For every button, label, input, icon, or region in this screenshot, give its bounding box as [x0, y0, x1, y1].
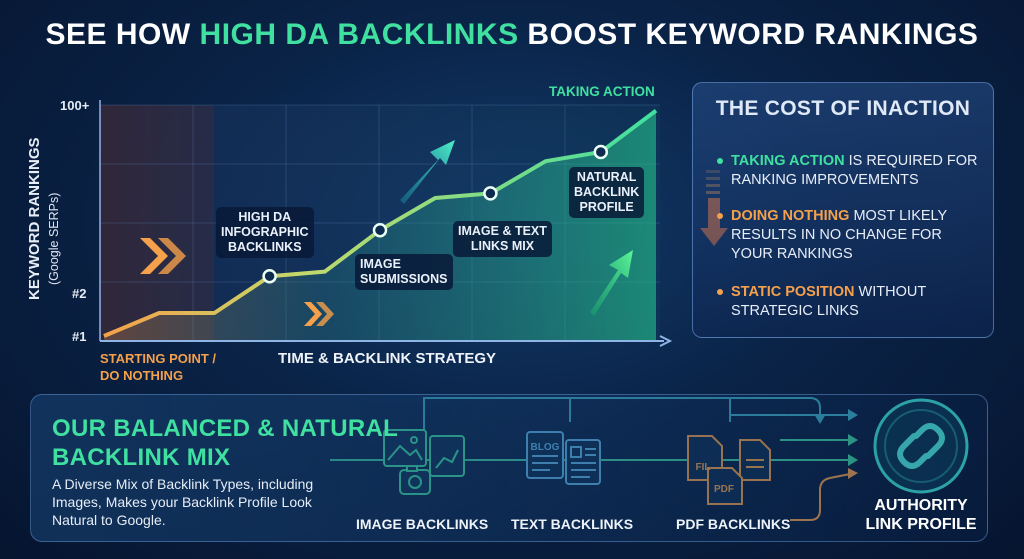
- y-tick-bottom: #1: [72, 329, 87, 344]
- cost-item-text: MOST LIKELY RESULTS IN NO CHANGE FOR YOU…: [731, 208, 947, 262]
- bullet-dot: [717, 213, 723, 219]
- annotation-natural-profile: NATURAL BACKLINK PROFILE: [569, 167, 645, 218]
- annotation-text: SUBMISSIONS: [360, 272, 448, 286]
- page-title: SEE HOW HIGH DA BACKLINKS BOOST KEYWORD …: [0, 18, 1024, 52]
- cost-item-text: IS REQUIRED FOR RANKING IMPROVEMENTS: [731, 153, 978, 188]
- data-point-marker: [372, 222, 388, 238]
- cost-item-nothing: DOING NOTHING MOST LIKELY RESULTS IN NO …: [717, 207, 981, 264]
- data-point-marker: [593, 144, 609, 160]
- cost-item-highlight: STATIC POSITION: [731, 284, 855, 300]
- cost-item-static: STATIC POSITION WITHOUT STRATEGIC LINKS: [717, 283, 981, 321]
- cost-of-inaction-panel: THE COST OF INACTION TAKING ACTION IS RE…: [692, 82, 994, 338]
- annotation-infographic: HIGH DA INFOGRAPHIC BACKLINKS: [216, 207, 314, 258]
- x-axis-arrowhead: [659, 335, 673, 347]
- data-point-marker: [483, 186, 498, 201]
- growth-arrow-icon: [400, 140, 455, 204]
- panel-title: THE COST OF INACTION: [715, 97, 971, 120]
- chart-markers: [262, 144, 609, 284]
- start-label: STARTING POINT / DO NOTHING: [100, 350, 216, 384]
- annotation-text: IMAGE & TEXT: [458, 224, 547, 238]
- cost-item-action: TAKING ACTION IS REQUIRED FOR RANKING IM…: [717, 152, 981, 190]
- bullet-dot: [717, 158, 723, 164]
- start-label-line2: DO NOTHING: [100, 368, 184, 383]
- annotation-image-text-mix: IMAGE & TEXT LINKS MIX: [453, 221, 552, 257]
- y-tick-top: 100+: [60, 98, 90, 113]
- annotation-image-submissions: IMAGE SUBMISSIONS: [355, 254, 453, 290]
- y-axis-label-wrap: KEYWORD RANKINGS: [26, 137, 56, 301]
- y-tick-mid: #2: [72, 286, 87, 301]
- annotation-text: PROFILE: [579, 200, 634, 214]
- double-chevron-icon: [140, 238, 186, 274]
- start-label-line1: STARTING POINT /: [100, 351, 217, 366]
- annotation-text: BACKLINKS: [227, 240, 302, 254]
- taking-action-label: TAKING ACTION: [549, 84, 655, 99]
- y-axis-sublabel-wrap: (Google SERPs): [47, 193, 67, 286]
- mix-title-line2: BACKLINK MIX: [52, 444, 231, 471]
- title-text-2: BOOST KEYWORD RANKINGS: [518, 18, 979, 51]
- cost-item-text: WITHOUT STRATEGIC LINKS: [731, 284, 926, 319]
- bullet-dot: [717, 289, 723, 295]
- annotation-text: LINKS MIX: [470, 239, 535, 253]
- cost-item-highlight: TAKING ACTION: [731, 153, 845, 169]
- annotation-text: BACKLINK: [574, 185, 640, 199]
- x-axis-label: TIME & BACKLINK STRATEGY: [278, 350, 497, 367]
- double-chevron-icon-small: [304, 302, 334, 326]
- do-nothing-zone: [100, 105, 214, 341]
- y-axis-label: KEYWORD RANKINGS: [26, 137, 43, 300]
- area-fill: [104, 110, 656, 341]
- annotation-text: INFOGRAPHIC: [221, 225, 309, 239]
- title-highlight: HIGH DA BACKLINKS: [199, 18, 519, 51]
- annotation-text: HIGH DA: [238, 210, 292, 224]
- mix-description: A Diverse Mix of Backlink Types, includi…: [52, 476, 314, 528]
- annotation-text: NATURAL: [576, 170, 637, 184]
- authority-line2: LINK PROFILE: [865, 516, 977, 533]
- data-point-marker: [262, 268, 277, 284]
- backlink-mix-box: [30, 394, 988, 542]
- annotation-text: IMAGE: [360, 257, 401, 271]
- mix-title: OUR BALANCED & NATURAL BACKLINK MIX: [52, 414, 398, 472]
- title-text-1: SEE HOW: [45, 18, 200, 51]
- authority-line1: AUTHORITY: [874, 497, 968, 514]
- growth-arrow-icon-2: [590, 250, 633, 316]
- cost-item-highlight: DOING NOTHING: [731, 208, 850, 224]
- pdf-backlinks-label: PDF BACKLINKS: [676, 516, 791, 532]
- image-backlinks-label: IMAGE BACKLINKS: [356, 516, 489, 532]
- y-axis-sublabel: (Google SERPs): [47, 192, 61, 285]
- text-backlinks-label: TEXT BACKLINKS: [511, 516, 634, 532]
- mix-title-line1: OUR BALANCED & NATURAL: [52, 415, 399, 442]
- authority-label: AUTHORITY LINK PROFILE: [860, 496, 982, 534]
